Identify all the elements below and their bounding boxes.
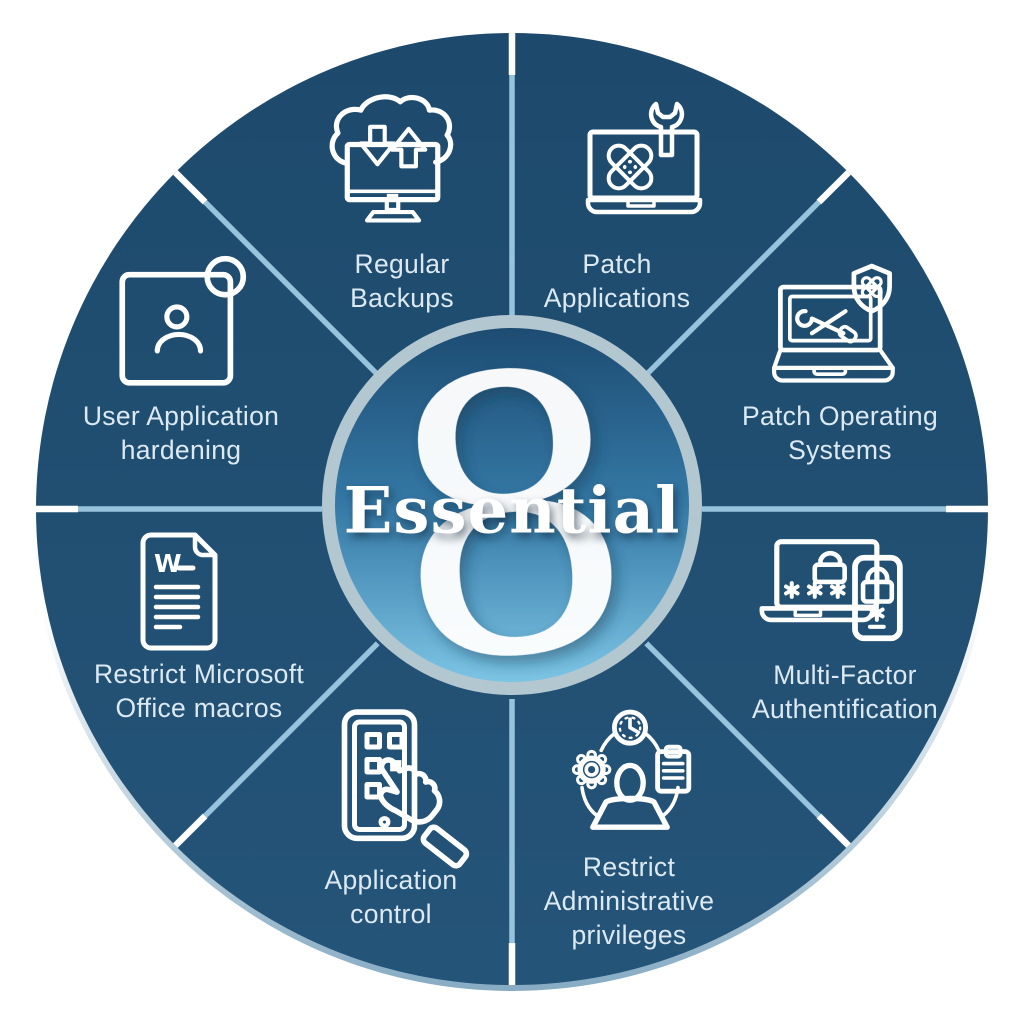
- segment-label-multi-factor-authentification: Multi-Factor Authentification: [751, 660, 939, 724]
- segment-label-regular-backups: Regular Backups: [350, 249, 454, 313]
- segment-label-user-application-hardening: User Application hardening: [82, 401, 280, 465]
- password-asterisks: [783, 581, 846, 599]
- segment-label-application-control: Application control: [324, 865, 458, 929]
- word-document-icon: W: [140, 532, 218, 651]
- segment-label-patch-operating-systems: Patch Operating Systems: [741, 401, 939, 465]
- laptop-phone-lock-icon: [759, 539, 903, 642]
- admin-user-gear-clock-clipboard-icon: [571, 709, 692, 830]
- cloud-backup-monitor-icon: [329, 94, 454, 223]
- hub-circle: [335, 328, 689, 682]
- center-title: Essential: [343, 473, 681, 549]
- laptop-tools-shield-icon: [772, 263, 895, 383]
- notification-badge-icon: [204, 255, 247, 298]
- segment-label-patch-applications: Patch Applications: [543, 249, 691, 313]
- word-letter: W: [154, 549, 182, 578]
- laptop-patch-wrench-icon: [585, 101, 703, 215]
- segment-label-restrict-administrative-privileges: Restrict Administrative privileges: [543, 852, 715, 950]
- segment-dividers-outer: [36, 33, 988, 985]
- center-number: 8: [371, 287, 650, 749]
- user-profile-badge-icon: [119, 255, 247, 386]
- segment-dividers-inner: [78, 75, 946, 943]
- segment-label-restrict-microsoft-office-macros: Restrict Microsoft Office macros: [93, 659, 305, 723]
- tablet-touch-hand-icon: [341, 709, 470, 869]
- gear-icon: [571, 749, 612, 790]
